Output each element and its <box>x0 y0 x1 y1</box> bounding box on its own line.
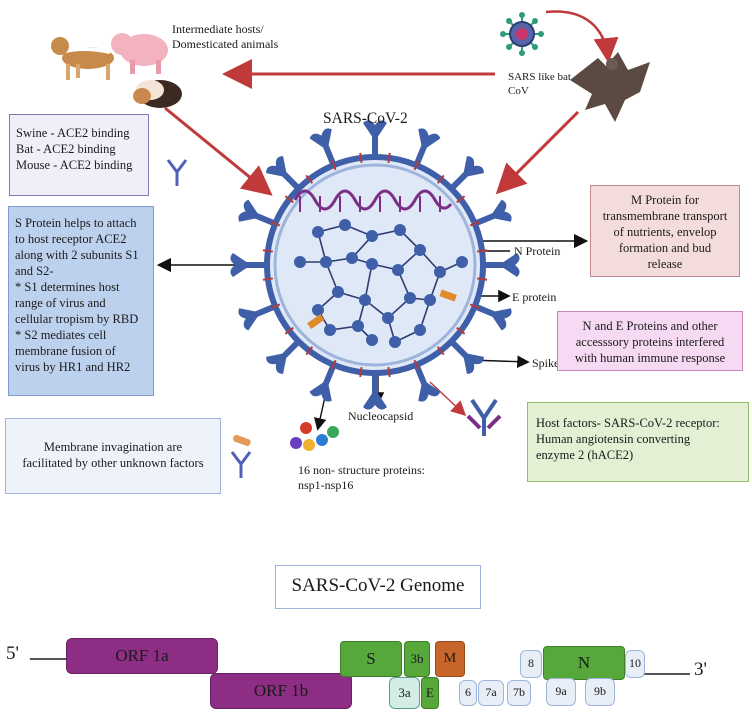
nucleocapsid-node <box>392 264 404 276</box>
gene-s: S <box>340 641 402 677</box>
ace2-receptor-icon-host <box>466 398 502 436</box>
gene-8: 8 <box>520 650 542 678</box>
gene-m: M <box>435 641 465 677</box>
m-protein-box: M Protein for transmembrane transport of… <box>590 185 740 277</box>
nsp-label: 16 non- structure proteins: nsp1-nsp16 <box>298 463 425 492</box>
bat-cov-icon <box>500 12 544 56</box>
membrane-protein <box>476 277 488 281</box>
membrane-protein <box>436 346 445 356</box>
membrane-protein <box>359 366 363 378</box>
membrane-protein <box>456 195 466 204</box>
nsp-proteins-icon <box>290 422 339 451</box>
gene-orf1a: ORF 1a <box>66 638 218 674</box>
nucleocapsid-node <box>312 304 324 316</box>
gene-e: E <box>421 677 439 709</box>
nucleocapsid-node <box>414 244 426 256</box>
spike-protein <box>363 367 387 410</box>
nucleocapsid-node <box>414 324 426 336</box>
host-factors-box: Host factors- SARS-CoV-2 receptor: Human… <box>527 402 749 482</box>
membrane-protein <box>270 220 281 227</box>
gene-10: 10 <box>625 650 645 678</box>
nucleocapsid-node <box>389 336 401 348</box>
nucleocapsid-node <box>320 256 332 268</box>
arrow-bat-to-virus <box>495 110 580 195</box>
membrane-protein <box>359 152 363 164</box>
membrane-protein <box>387 366 391 378</box>
gene-9a: 9a <box>546 678 576 706</box>
arrow-virus-to-receptor <box>429 381 467 417</box>
diagram-title: SARS-CoV-2 <box>323 110 408 127</box>
nucleocapsid-node <box>394 224 406 236</box>
nucleocapsid-node <box>424 294 436 306</box>
membrane-protein <box>284 195 294 204</box>
nucleocapsid-node <box>312 226 324 238</box>
nucleocapsid-node <box>404 292 416 304</box>
n-protein-label: N Protein <box>514 244 561 258</box>
gene-7a: 7a <box>478 680 504 706</box>
membrane-protein <box>469 220 480 227</box>
ace2-binding-box: Swine - ACE2 binding Bat - ACE2 binding … <box>9 114 149 196</box>
membrane-protein <box>330 359 337 370</box>
unknown-factor-icon <box>233 434 251 446</box>
nucleocapsid-node <box>324 324 336 336</box>
nucleocapsid-node <box>359 294 371 306</box>
membrane-invagination-box: Membrane invagination are facilitated by… <box>5 418 221 494</box>
gene-3b: 3b <box>404 641 430 677</box>
nucleocapsid-node <box>366 258 378 270</box>
membrane-protein <box>476 249 488 253</box>
membrane-protein <box>262 277 274 281</box>
nucleocapsid-node <box>382 312 394 324</box>
membrane-protein <box>270 303 281 310</box>
spike-protein <box>363 120 387 163</box>
gene-n: N <box>543 646 625 680</box>
gene-7b: 7b <box>507 680 531 706</box>
membrane-protein <box>284 326 294 335</box>
nucleocapsid-node <box>294 256 306 268</box>
membrane-protein <box>262 249 274 253</box>
nucleocapsid-node <box>346 252 358 264</box>
membrane-protein <box>387 152 391 164</box>
gene-3a: 3a <box>389 677 420 709</box>
genome-title: SARS-CoV-2 Genome <box>275 565 481 609</box>
membrane-protein <box>330 160 337 171</box>
virus-particle-icon <box>230 120 520 410</box>
arrow-hosts-to-virus <box>164 106 273 196</box>
ne-proteins-box: N and E Proteins and other accesssory pr… <box>557 311 743 371</box>
gene-9b: 9b <box>585 678 615 706</box>
bat-cov-label: SARS like bat CoV <box>508 71 571 97</box>
arrow-virus-to-bat <box>545 10 619 63</box>
intermediate-hosts-label: Intermediate hosts/ Domesticated animals <box>172 22 279 51</box>
nucleocapsid-node <box>332 286 344 298</box>
ace2-receptor-icon-membrane <box>230 451 252 478</box>
membrane-protein <box>456 326 466 335</box>
spike-label: Spike <box>532 356 560 370</box>
ace2-receptor-icon-small <box>166 159 188 186</box>
membrane-protein <box>436 174 445 184</box>
three-prime-label: 3' <box>694 659 707 680</box>
nucleocapsid-node <box>352 320 364 332</box>
bat-icon <box>570 52 650 122</box>
guinea-pig-icon <box>133 80 182 108</box>
five-prime-label: 5' <box>6 643 19 664</box>
nucleocapsid-node <box>366 334 378 346</box>
gene-orf1b: ORF 1b <box>210 673 352 709</box>
nucleocapsid-label: Nucleocapsid <box>348 409 414 423</box>
s-protein-box: S Protein helps to attach to host recept… <box>8 206 154 396</box>
nucleocapsid-node <box>434 266 446 278</box>
membrane-protein <box>305 346 314 356</box>
nucleocapsid-node <box>456 256 468 268</box>
membrane-protein <box>413 359 420 370</box>
membrane-protein <box>469 303 480 310</box>
pig-icon <box>111 33 168 74</box>
dog-icon <box>51 37 114 80</box>
gene-6: 6 <box>459 680 477 706</box>
nucleocapsid-node <box>339 219 351 231</box>
nucleocapsid-node <box>366 230 378 242</box>
e-protein-label: E protein <box>512 290 557 304</box>
membrane-protein <box>305 174 314 184</box>
membrane-protein <box>413 160 420 171</box>
